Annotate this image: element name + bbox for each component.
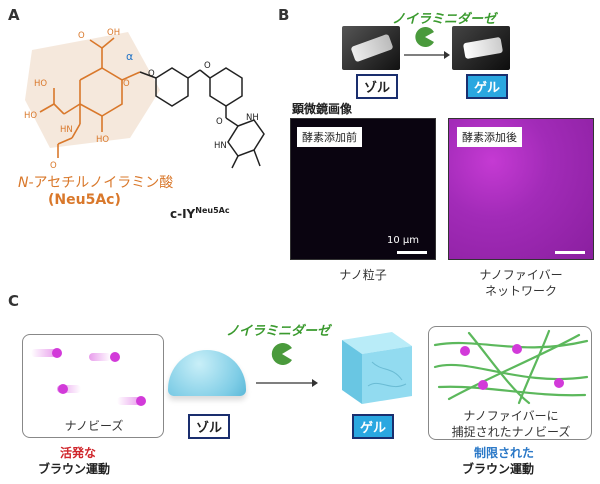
scale-text: 10 μm xyxy=(387,235,420,246)
atom-oxo2: O xyxy=(50,161,57,170)
atom-ho1: HO xyxy=(34,79,47,89)
beads-illustration xyxy=(31,348,146,406)
atom-oxo3: O xyxy=(216,117,223,127)
arrow-b xyxy=(404,51,450,59)
captured-label-1: ナノファイバーに xyxy=(463,409,559,423)
atom-hn2: HN xyxy=(214,141,227,151)
atom-oh: OH xyxy=(107,28,120,38)
atom-hn: HN xyxy=(60,125,73,135)
captured-label-2: 捕捉されたナノビーズ xyxy=(451,425,571,439)
compound-base: c-IY xyxy=(170,207,196,221)
caption-nanofiber-1: ナノファイバー xyxy=(479,268,563,282)
fiber-network-illustration xyxy=(433,329,589,405)
brownian-label-2: ブラウン運動 xyxy=(462,462,535,476)
atom-o-link: O xyxy=(148,69,155,79)
atom-o-ether: O xyxy=(204,61,211,71)
beads-label: ナノビーズ xyxy=(64,419,124,433)
enzyme-icon xyxy=(415,27,434,47)
micrograph-after: 酵素添加後 xyxy=(448,118,594,260)
neu5ac-abbrev: (Neu5Ac) xyxy=(48,192,121,208)
enzyme-label-b: ノイラミニダーゼ xyxy=(392,12,497,27)
caption-nanofiber-2: ネットワーク xyxy=(484,284,557,298)
scale-bar xyxy=(397,251,427,254)
name-rest: アセチルノイラミン酸 xyxy=(33,175,174,191)
gel-cube xyxy=(342,332,412,404)
panel-letter-a: A xyxy=(8,6,20,24)
restricted-blue-label: 制限された xyxy=(474,446,535,460)
scale-bar-after xyxy=(555,251,585,254)
gel-label-c: ゲル xyxy=(352,414,395,439)
beads-box: ナノビーズ xyxy=(22,334,164,438)
sol-vial-photo xyxy=(342,26,400,70)
sol-label-c: ゾル xyxy=(188,414,231,439)
enzyme-label-c: ノイラミニダーゼ xyxy=(226,324,331,339)
neu5ac-structure: OH O O O O HO HO HN HO O NH HN O α xyxy=(24,28,265,170)
arrow-c xyxy=(256,379,318,387)
micrograph-before: 酵素添加前 10 μm xyxy=(290,118,436,260)
panel-letter-b: B xyxy=(278,6,290,24)
microscope-title: 顕微鏡画像 xyxy=(292,102,353,116)
sol-dome xyxy=(168,350,246,396)
compound-sup: Neu5Ac xyxy=(195,206,230,215)
sol-label-b: ゾル xyxy=(356,74,399,99)
atom-ho2: HO xyxy=(24,111,37,121)
caption-nanoparticle: ナノ粒子 xyxy=(339,268,387,282)
atom-nh: NH xyxy=(246,113,259,123)
neu5ac-name: N-アセチルノイラミン酸 xyxy=(18,172,173,192)
compound-name: c-IYNeu5Ac xyxy=(170,206,230,221)
brownian-label-1: ブラウン運動 xyxy=(38,462,111,476)
atom-oxo1: O xyxy=(78,31,85,41)
bead xyxy=(52,348,62,358)
enzyme-icon-c xyxy=(271,343,292,365)
panel-letter-c: C xyxy=(8,292,20,310)
fibers-box: ナノファイバーに 捕捉されたナノビーズ xyxy=(428,326,592,440)
alpha-label: α xyxy=(126,50,133,63)
atom-o-ring: O xyxy=(123,79,130,89)
atom-ho3: HO xyxy=(96,135,109,145)
name-italic: N- xyxy=(18,175,34,191)
label-after: 酵素添加後 xyxy=(457,127,522,147)
gel-label-b: ゲル xyxy=(466,74,509,99)
gel-vial-photo xyxy=(452,26,510,70)
active-red-label: 活発な xyxy=(60,446,97,460)
label-before: 酵素添加前 xyxy=(297,127,362,147)
